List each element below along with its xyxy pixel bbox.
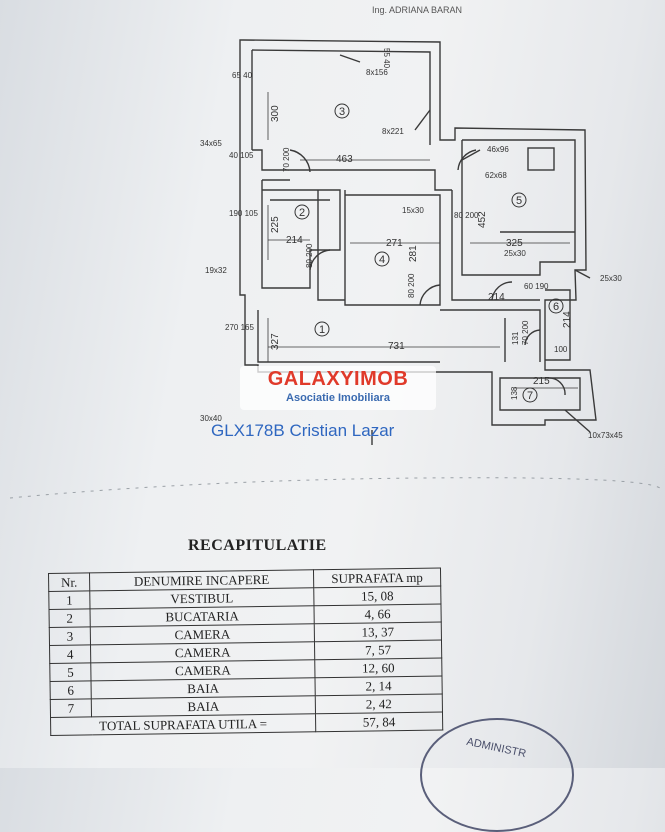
row-area: 2, 14 — [314, 676, 443, 696]
total-equals: = — [259, 715, 268, 731]
dim-label: 46x96 — [487, 145, 509, 154]
dim-label: 271 — [386, 238, 403, 249]
room-number-2: 2 — [299, 207, 305, 219]
dim-label: 19x32 — [205, 266, 227, 275]
row-nr: 5 — [49, 662, 92, 682]
engineer-name: Ing. ADRIANA BARAN — [372, 5, 463, 15]
dim-label: 80 200 — [454, 211, 479, 220]
dim-label: 30x40 — [200, 414, 222, 423]
dim-label: 70 200 — [521, 320, 530, 345]
dim-label: 270 165 — [225, 323, 254, 332]
dim-label: 214 — [286, 235, 303, 246]
row-area: 15, 08 — [313, 586, 441, 606]
dim-label: 214 — [488, 292, 505, 303]
row-nr: 1 — [48, 590, 91, 610]
dim-label: 80 200 — [407, 273, 416, 298]
dim-label: 80 200 — [305, 243, 314, 268]
agency-logo-text: GALAXYIMOB — [267, 368, 409, 390]
dim-label: 25x30 — [600, 274, 622, 283]
paper-fold-line — [9, 477, 661, 499]
dim-label: 15x30 — [402, 206, 424, 215]
dim-label: 215 — [533, 376, 550, 387]
row-area: 2, 42 — [315, 694, 443, 714]
room-number-1: 1 — [319, 324, 325, 336]
agency-logo-watermark: GALAXYIMOB Asociatie Imobiliara — [240, 366, 436, 410]
dim-label: 65 40 — [232, 71, 253, 80]
dim-label: 8x221 — [382, 127, 404, 136]
row-area: 13, 37 — [314, 622, 442, 642]
total-value: 57, 84 — [315, 712, 443, 732]
recap-table: Nr. DENUMIRE INCAPERE SUPRAFATA mp 1 VES… — [48, 568, 443, 736]
dim-label: 214 — [562, 311, 573, 328]
floor-plan-drawing: 1 2 3 4 5 6 7 55 40 8x156 65 40 300 8x22… — [200, 39, 623, 445]
total-label: TOTAL SUPRAFATA UTILA — [99, 715, 257, 733]
agent-watermark: GLX178B Cristian Lazar — [211, 421, 395, 440]
room-number-6: 6 — [553, 301, 559, 313]
dim-label: 40 105 — [229, 151, 254, 160]
room-number-5: 5 — [516, 195, 522, 207]
row-area: 4, 66 — [313, 604, 442, 624]
row-area: 12, 60 — [314, 658, 442, 678]
dim-label: 327 — [270, 333, 281, 350]
header-nr: Nr. — [48, 572, 90, 592]
dim-label: 55 40 — [382, 48, 391, 69]
dim-label: 131 — [511, 331, 520, 345]
dim-label: 300 — [270, 105, 281, 122]
dim-label: 190 105 — [229, 209, 258, 218]
row-nr: 7 — [50, 698, 92, 718]
row-area: 7, 57 — [314, 640, 442, 660]
room-number-3: 3 — [339, 106, 345, 118]
row-nr: 4 — [49, 644, 91, 664]
dim-label: 138 — [510, 386, 519, 400]
dim-label: 34x65 — [200, 139, 222, 148]
scanned-floor-plan-document: Ing. ADRIANA BARAN — [9, 5, 661, 832]
dim-label: 62x68 — [485, 171, 507, 180]
recap-title: RECAPITULATIE — [188, 537, 327, 554]
row-nr: 6 — [50, 680, 92, 700]
row-nr: 2 — [49, 608, 91, 628]
dim-label: 731 — [388, 341, 405, 352]
dim-label: 100 — [554, 345, 568, 354]
dim-label: 452 — [477, 211, 488, 228]
dim-label: 70 200 — [282, 147, 291, 172]
dim-label: 60 190 — [524, 282, 549, 291]
dim-label: 8x156 — [366, 68, 388, 77]
row-nr: 3 — [49, 626, 91, 646]
dim-label: 281 — [408, 245, 419, 262]
official-stamp — [420, 718, 574, 832]
dim-label: 25x30 — [504, 249, 526, 258]
room-number-4: 4 — [379, 254, 385, 266]
dim-label: 325 — [506, 238, 523, 249]
room-number-7: 7 — [527, 390, 533, 402]
dim-label: 463 — [336, 154, 353, 165]
header-area: SUPRAFATA mp — [313, 568, 441, 588]
agency-subtitle: Asociatie Imobiliara — [286, 392, 390, 404]
dim-label: 225 — [270, 216, 281, 233]
dim-label: 10x73x45 — [588, 431, 623, 440]
